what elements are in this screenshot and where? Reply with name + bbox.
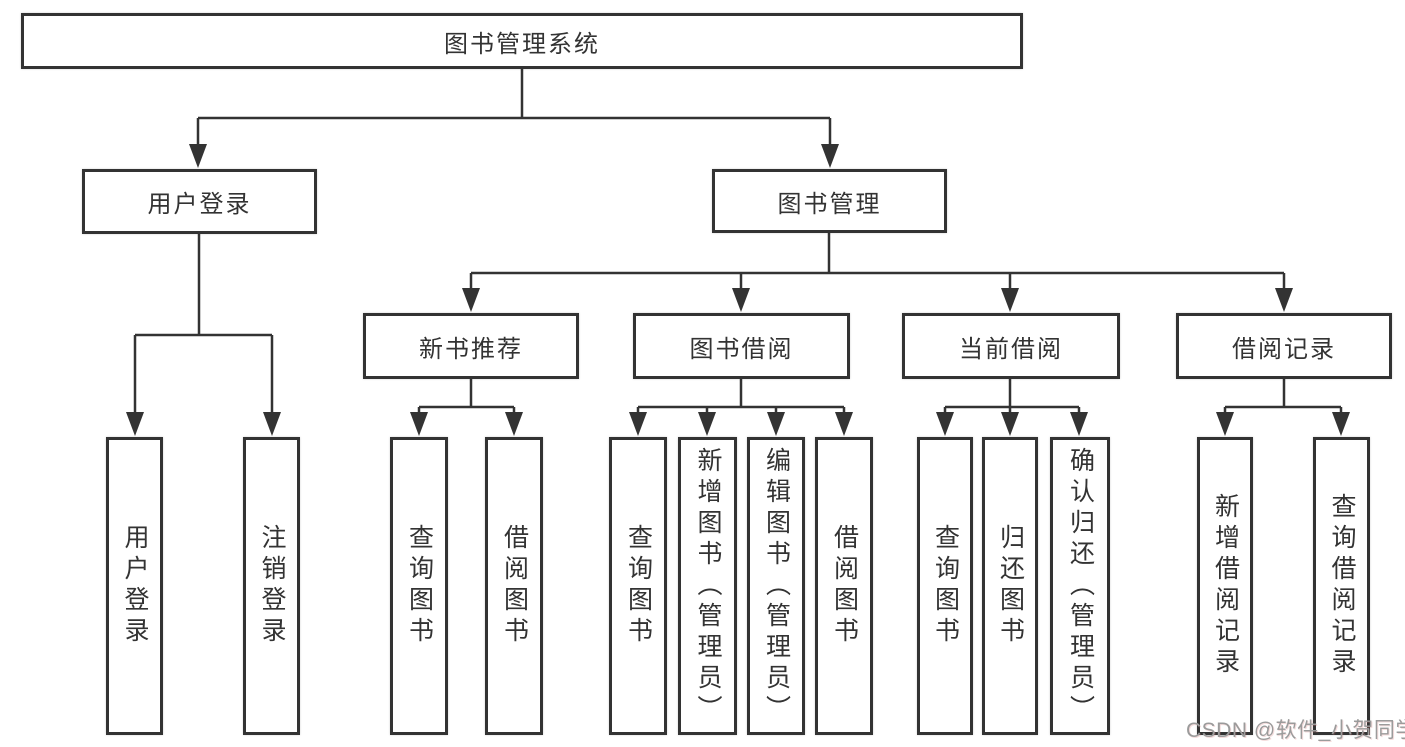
leaf-edit-books-admin-label: 编辑图书（管理员）	[762, 446, 791, 726]
leaf-borrow-books-borrowing-label: 借阅图书	[830, 524, 859, 648]
node-book-borrowing: 图书借阅	[633, 313, 850, 379]
csdn-watermark: CSDN @软件_小贺同学	[1186, 719, 1405, 742]
leaf-query-borrow-record: 查询借阅记录	[1313, 437, 1370, 735]
leaf-add-borrow-record: 新增借阅记录	[1197, 437, 1253, 735]
leaf-user-login: 用户登录	[106, 437, 163, 735]
node-current-borrowing: 当前借阅	[902, 313, 1120, 379]
node-root-label: 图书管理系统	[444, 30, 600, 58]
node-borrowing-records-label: 借阅记录	[1232, 335, 1336, 363]
leaf-confirm-return-admin-label: 确认归还（管理员）	[1066, 446, 1095, 726]
node-root: 图书管理系统	[21, 13, 1023, 69]
leaf-query-books-borrowing: 查询图书	[609, 437, 667, 735]
leaf-borrow-books-recommend: 借阅图书	[485, 437, 543, 735]
leaf-borrow-books-recommend-label: 借阅图书	[500, 524, 529, 648]
node-new-book-recommend: 新书推荐	[363, 313, 579, 379]
node-new-book-recommend-label: 新书推荐	[419, 335, 523, 363]
node-book-management-label: 图书管理	[777, 190, 882, 218]
leaf-query-borrow-record-label: 查询借阅记录	[1328, 493, 1356, 679]
node-user-login-label: 用户登录	[147, 191, 252, 218]
node-current-borrowing-label: 当前借阅	[959, 335, 1063, 363]
leaf-confirm-return-admin: 确认归还（管理员）	[1050, 437, 1110, 735]
leaf-query-books-current: 查询图书	[917, 437, 973, 735]
leaf-edit-books-admin: 编辑图书（管理员）	[747, 437, 805, 735]
leaf-query-books-recommend: 查询图书	[390, 437, 448, 735]
leaf-add-borrow-record-label: 新增借阅记录	[1211, 493, 1240, 679]
leaf-borrow-books-borrowing: 借阅图书	[815, 437, 873, 735]
leaf-user-login-label: 用户登录	[121, 524, 149, 648]
leaf-query-books-recommend-label: 查询图书	[405, 524, 434, 648]
leaf-add-books-admin-label: 新增图书（管理员）	[694, 446, 722, 726]
node-user-login: 用户登录	[82, 169, 317, 234]
leaf-return-books: 归还图书	[982, 437, 1038, 735]
leaf-logout-login: 注销登录	[243, 437, 300, 735]
node-borrowing-records: 借阅记录	[1176, 313, 1392, 379]
node-book-management: 图书管理	[712, 169, 947, 233]
leaf-add-books-admin: 新增图书（管理员）	[678, 437, 737, 735]
leaf-return-books-label: 归还图书	[996, 524, 1025, 648]
node-book-borrowing-label: 图书借阅	[689, 335, 794, 363]
leaf-query-books-borrowing-label: 查询图书	[624, 524, 653, 648]
leaf-query-books-current-label: 查询图书	[931, 524, 960, 648]
leaf-logout-login-label: 注销登录	[258, 524, 286, 648]
